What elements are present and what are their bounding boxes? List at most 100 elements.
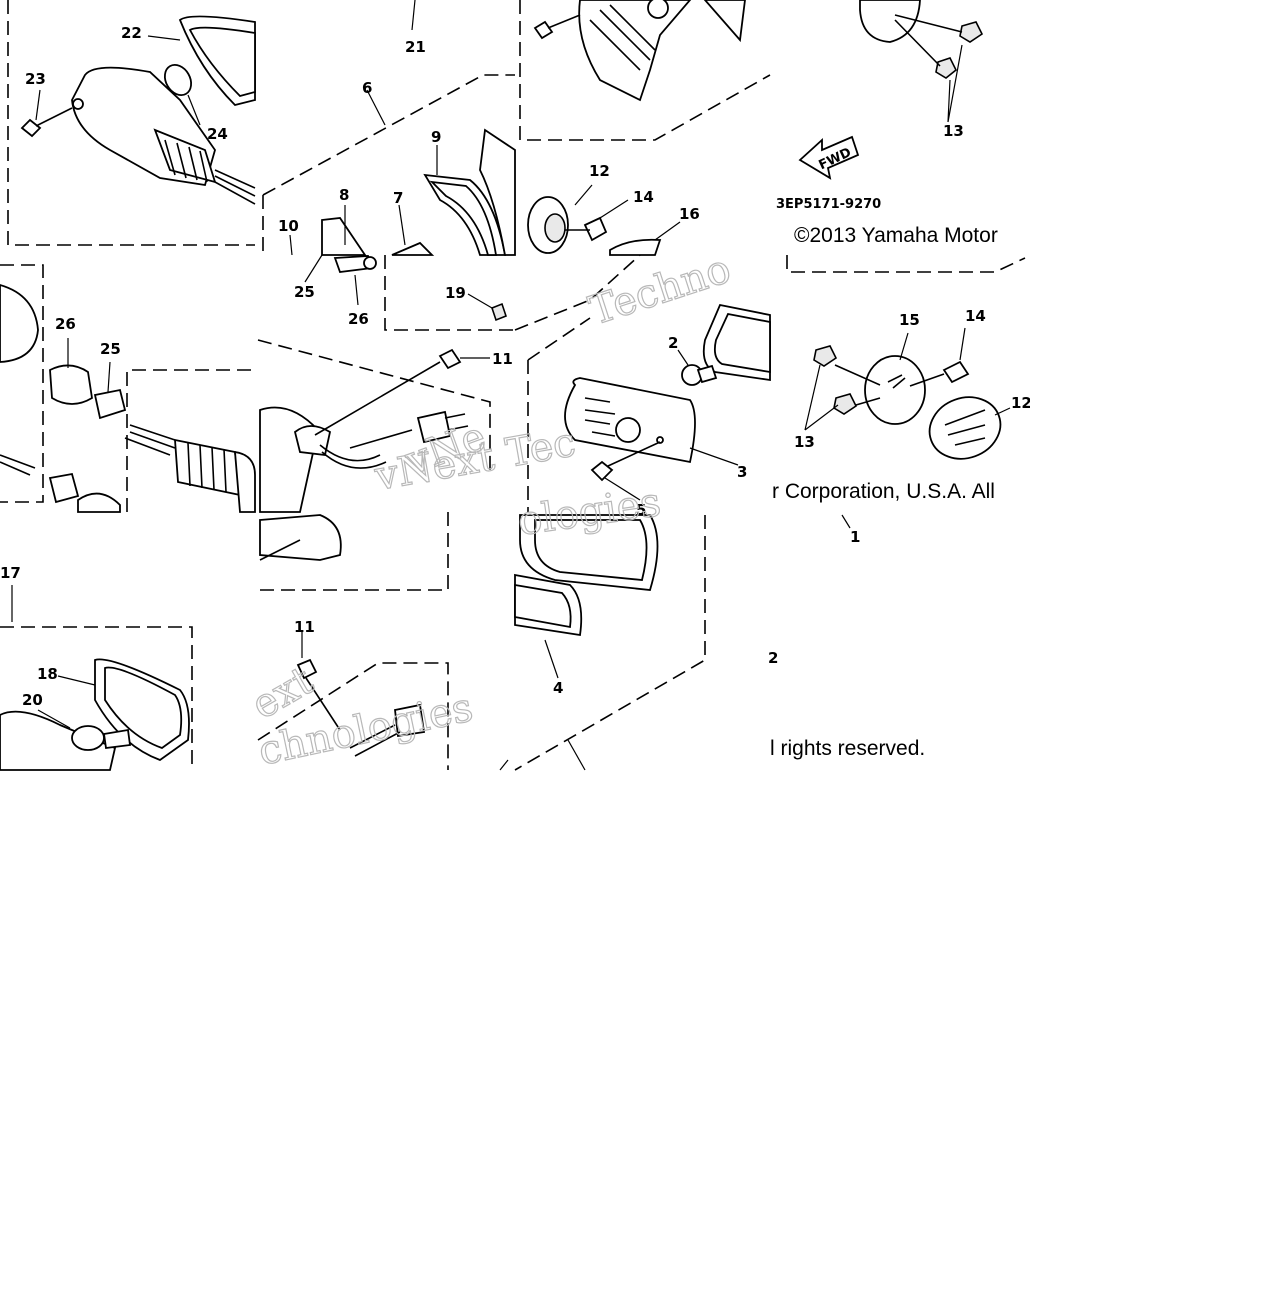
callout-4: 4 [553,679,563,697]
wiring-assembly-center [259,348,490,561]
callout-14: 14 [633,188,654,206]
callout-1: 1 [850,528,860,546]
connector-center [416,410,452,444]
nut-13a [959,21,984,43]
lens-reflector [703,0,746,43]
callout-19: 19 [445,284,466,302]
assembly-boundary-mid-inner [384,255,515,331]
callout-5: 5 [636,501,646,519]
copyright-line-1: ©2013 Yamaha Motor [794,224,998,247]
screw-11b [296,658,318,680]
assembly-boundary-center [257,339,491,591]
assembly-boundary-mid-bottom [514,254,641,331]
screw-11 [438,348,462,370]
flasher-assembly-left-middle [0,284,256,513]
bracket-8 [321,217,367,256]
nut-left [48,472,80,504]
copyright-line-2: r Corporation, U.S.A. All [772,480,995,503]
lens-12b [928,396,1002,460]
callout-22: 22 [121,24,142,42]
flasher-assembly-mid [527,184,681,256]
flasher-center [259,406,319,513]
callout-11: 11 [492,350,513,368]
housing-16 [609,238,662,256]
grommet-left [77,492,121,513]
callout-26-mid: 26 [348,310,369,328]
lens-assembly-top-center [533,0,746,102]
callout-16: 16 [679,205,700,223]
callout-10: 10 [278,217,299,235]
housing-6 [479,128,516,256]
callout-7: 7 [393,189,403,207]
callout-13-top: 13 [943,122,964,140]
lens-assembly-right [564,349,739,501]
assembly-boundary-left-edge [0,264,44,503]
callout-9: 9 [431,128,441,146]
screw-14 [583,216,608,242]
callout-26-left: 26 [55,315,76,333]
nut-25 [93,388,127,420]
callout-23: 23 [25,70,46,88]
lens-cover [578,0,692,102]
lens-assembly-4 [514,514,659,771]
flasher-assembly-right [702,303,1011,460]
assembly-boundary-left-inner [126,369,255,512]
callout-20: 20 [22,691,43,709]
blank-area-right [1030,0,1285,770]
assembly-boundary-bottom-center [257,662,449,770]
screw-top [533,20,554,40]
callout-8: 8 [339,186,349,204]
screw-19 [491,302,507,322]
flasher-assembly-bottom-left [0,585,190,771]
callout-18: 18 [37,665,58,683]
callout-labels: 22 23 24 21 6 9 8 7 10 25 26 12 14 16 19… [0,24,1032,709]
callout-14-right: 14 [965,307,986,325]
screw-5 [590,460,614,482]
flasher-assembly-6 [289,89,516,322]
flasher-dome-top [859,0,921,43]
callout-3: 3 [737,463,747,481]
drawing-code: 3EP5171-9270 [776,197,881,212]
callout-12-right: 12 [1011,394,1032,412]
grommet-26 [49,364,93,405]
assembly-boundary-right-lens [514,317,706,771]
nut-13c [813,345,838,367]
bulb-20 [71,725,105,751]
callout-6: 6 [362,79,372,97]
callout-13-right: 13 [794,433,815,451]
callout-21: 21 [405,38,426,56]
base-15 [864,355,926,425]
copyright-line-3: l rights reserved. [770,737,925,760]
callout-11-bottom: 11 [294,618,315,636]
nut-13b [935,57,958,79]
assembly-boundary-bottom-left [0,626,193,770]
callout-24: 24 [207,125,228,143]
callout-12: 12 [589,162,610,180]
connector-bottom [394,703,426,738]
flasher-assembly-front-left [20,0,416,205]
callout-2: 2 [668,334,678,352]
screw-14b [942,360,970,384]
assembly-boundary-top-center [519,0,771,141]
assembly-boundary-top-right [786,255,1026,273]
callout-17: 17 [0,564,21,582]
assembly-boundary-top-left [7,0,255,246]
bulb-24 [163,64,193,96]
callout-15: 15 [899,311,920,329]
watermark-layer: Techno vNext Tec vNe ologies ext chnolog… [243,245,736,775]
bulb-top [647,0,669,19]
socket-7 [391,241,435,256]
callout-25-mid: 25 [294,283,315,301]
screw-23 [20,118,42,138]
flasher-assembly-top-right: FWD [798,0,984,180]
fwd-arrow [798,135,860,180]
socket-left [174,438,242,497]
callout-25-left: 25 [100,340,121,358]
flasher-left-edge [0,284,39,363]
callout-2-cut: 2 [768,649,778,667]
assembly-boundary-6 [262,74,515,255]
nut-13d [833,393,858,415]
body-20 [0,710,117,771]
